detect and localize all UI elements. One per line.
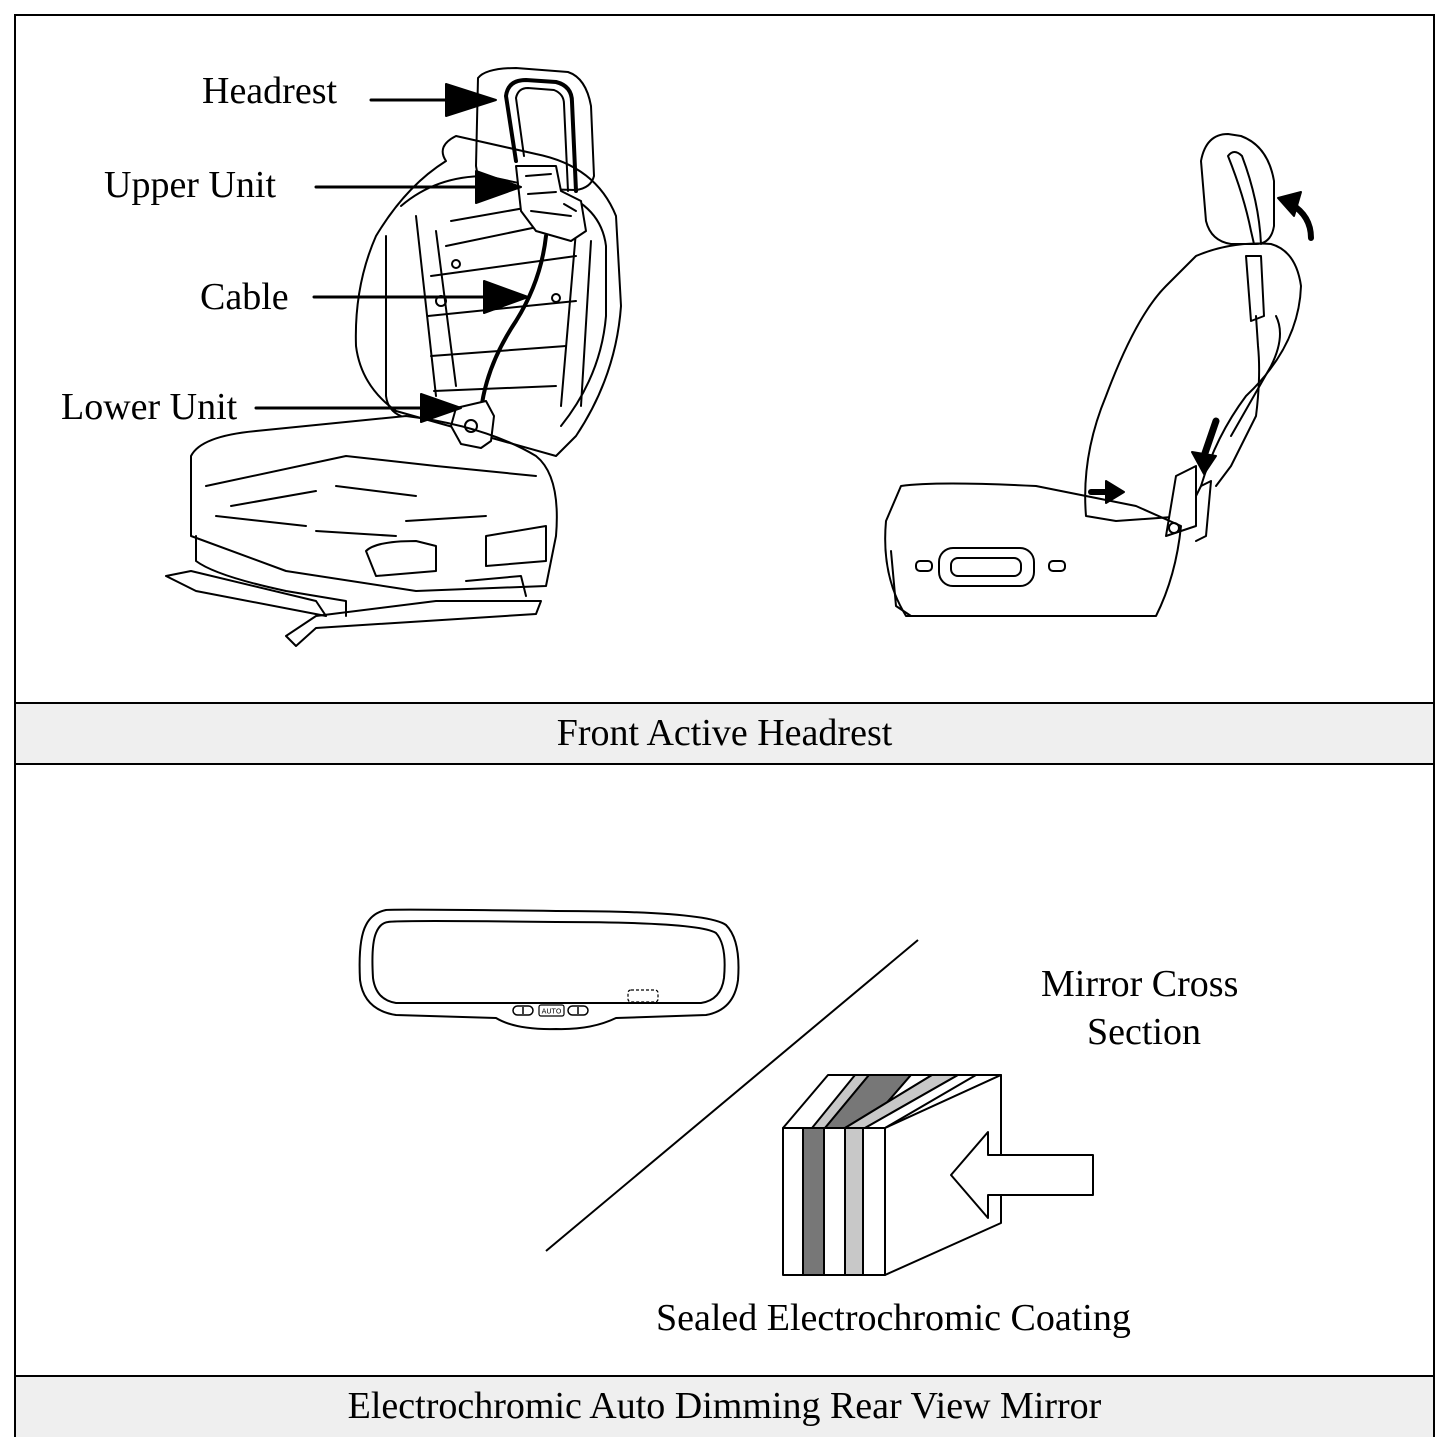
upper-unit bbox=[515, 165, 587, 242]
coating-label: Sealed Electrochromic Coating bbox=[656, 1297, 1131, 1339]
mirror-panel: AUTO Mirror Cross Section Sealed Electro… bbox=[16, 765, 1433, 1377]
light-direction-arrow bbox=[950, 1131, 1094, 1219]
rear-view-mirror bbox=[358, 908, 740, 1031]
headrest-panel: Headrest Upper Unit Cable Lower Unit bbox=[16, 16, 1433, 704]
layer-3 bbox=[823, 1127, 846, 1276]
left-cushion bbox=[190, 415, 558, 592]
cross-section-title-line2: Section bbox=[1087, 1011, 1201, 1053]
label-lower-unit: Lower Unit bbox=[61, 386, 238, 428]
section-divider-line bbox=[545, 939, 919, 1252]
figure-frame: Headrest Upper Unit Cable Lower Unit Fro… bbox=[14, 14, 1435, 1437]
right-headrest-stay bbox=[1227, 151, 1262, 245]
mirror-button-left bbox=[512, 1005, 534, 1016]
label-upper-unit: Upper Unit bbox=[104, 164, 277, 206]
auto-label: AUTO bbox=[542, 1008, 562, 1016]
right-backrest bbox=[1084, 242, 1302, 522]
caption-headrest: Front Active Headrest bbox=[16, 702, 1433, 765]
right-mechanism bbox=[1245, 255, 1265, 322]
caption-mirror: Electrochromic Auto Dimming Rear View Mi… bbox=[16, 1375, 1433, 1437]
right-headrest bbox=[1200, 133, 1275, 245]
mirror-drawing: AUTO bbox=[358, 908, 1094, 1276]
cable bbox=[479, 234, 548, 413]
left-backrest bbox=[354, 135, 622, 457]
label-cable: Cable bbox=[200, 276, 289, 318]
left-rail bbox=[165, 570, 327, 617]
left-headrest-frame bbox=[504, 78, 578, 193]
layer-2-dark bbox=[802, 1127, 825, 1276]
mirror-button-right bbox=[567, 1005, 589, 1016]
headrest-drawing bbox=[165, 67, 1314, 647]
mirror-auto-button bbox=[538, 1004, 565, 1017]
cross-section-title-line1: Mirror Cross bbox=[1041, 963, 1239, 1005]
light-sensor-window bbox=[627, 989, 659, 1003]
layer-1 bbox=[782, 1127, 804, 1276]
layer-4-light bbox=[844, 1127, 864, 1276]
right-cushion bbox=[884, 482, 1182, 617]
label-headrest: Headrest bbox=[202, 70, 338, 112]
layer-5 bbox=[862, 1127, 886, 1276]
lower-unit bbox=[450, 400, 495, 449]
